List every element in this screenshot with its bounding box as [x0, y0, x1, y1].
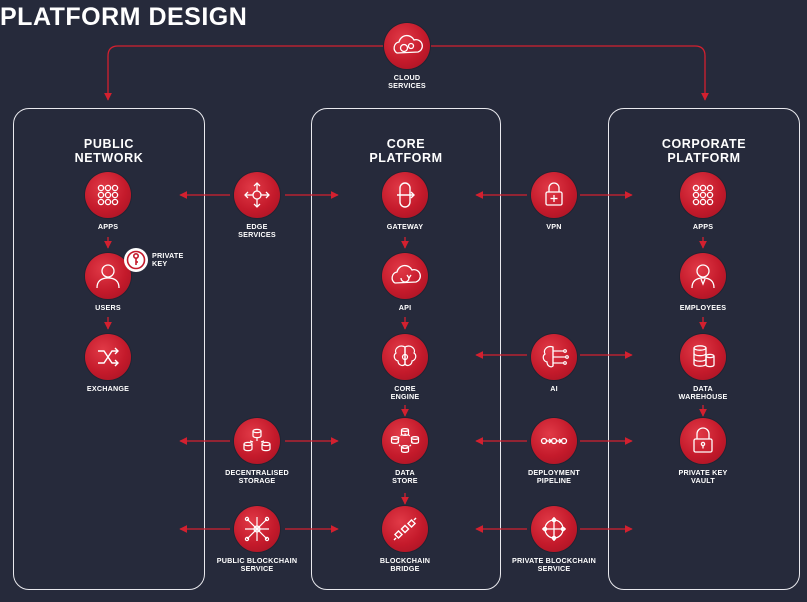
database-cycle-icon	[382, 418, 428, 464]
pipeline-icon	[531, 418, 577, 464]
vpn-label: VPN	[546, 222, 562, 231]
corporate-apps-node[interactable]: APPS	[633, 172, 773, 262]
cloud-services-node[interactable]: CLOUD SERVICES	[337, 23, 477, 113]
core-platform-title: CORE PLATFORM	[369, 137, 443, 165]
gateway-node[interactable]: GATEWAY	[335, 172, 475, 262]
database-network-icon	[234, 418, 280, 464]
shuffle-icon	[85, 334, 131, 380]
users-node[interactable]: USERS	[38, 253, 178, 343]
api-node[interactable]: API	[335, 253, 475, 343]
data-store-label: DATA STORE	[392, 468, 418, 486]
public-blockchain-service-label: PUBLIC BLOCKCHAIN SERVICE	[216, 556, 298, 574]
brain-circuit-icon	[531, 334, 577, 380]
corporate-platform-title: CORPORATE PLATFORM	[661, 137, 747, 165]
public-network-panel: PUBLIC NETWORK	[13, 108, 205, 590]
edge-services-node[interactable]: EDGE SERVICES	[187, 172, 327, 262]
user-icon	[85, 253, 131, 299]
public-network-title: PUBLIC NETWORK	[74, 137, 144, 165]
users-label: USERS	[95, 303, 121, 312]
crosshair-icon	[531, 506, 577, 552]
employee-icon	[680, 253, 726, 299]
corporate-apps-label: APPS	[692, 222, 714, 231]
gateway-icon	[382, 172, 428, 218]
move-arrows-icon	[234, 172, 280, 218]
ai-label: AI	[550, 384, 558, 393]
blockchain-bridge-node[interactable]: BLOCKCHAIN BRIDGE	[335, 506, 475, 596]
core-platform-panel: CORE PLATFORM	[311, 108, 501, 590]
core-engine-node[interactable]: CORE ENGINE	[335, 334, 475, 424]
public-blockchain-service-node[interactable]: PUBLIC BLOCKCHAIN SERVICE	[187, 506, 327, 596]
padlock-icon	[680, 418, 726, 464]
deployment-pipeline-label: DEPLOYMENT PIPELINE	[528, 468, 580, 486]
private-key-badge[interactable]: PRIVATE KEY	[124, 248, 204, 278]
public-apps-label: APPS	[97, 222, 119, 231]
ai-node[interactable]: AI	[484, 334, 624, 424]
public-apps-node[interactable]: APPS	[38, 172, 178, 262]
exchange-label: EXCHANGE	[86, 384, 130, 393]
vpn-node[interactable]: VPN	[484, 172, 624, 262]
blockchain-bridge-label: BLOCKCHAIN BRIDGE	[379, 556, 431, 574]
private-key-vault-node[interactable]: PRIVATE KEY VAULT	[633, 418, 773, 508]
cloud-services-label: CLOUD SERVICES	[388, 73, 426, 91]
employees-node[interactable]: EMPLOYEES	[633, 253, 773, 343]
core-engine-label: CORE ENGINE	[390, 384, 420, 402]
exchange-node[interactable]: EXCHANGE	[38, 334, 178, 424]
database-icon	[680, 334, 726, 380]
key-icon	[124, 248, 148, 272]
api-label: API	[398, 303, 412, 312]
deployment-pipeline-node[interactable]: DEPLOYMENT PIPELINE	[484, 418, 624, 508]
private-blockchain-service-node[interactable]: PRIVATE BLOCKCHAIN SERVICE	[484, 506, 624, 596]
chain-icon	[382, 506, 428, 552]
lock-arrows-icon	[531, 172, 577, 218]
data-warehouse-node[interactable]: DATA WAREHOUSE	[633, 334, 773, 424]
employees-label: EMPLOYEES	[679, 303, 727, 312]
page-title: PLATFORM DESIGN	[0, 3, 248, 31]
decentralised-storage-node[interactable]: DECENTRALISED STORAGE	[187, 418, 327, 508]
gateway-label: GATEWAY	[386, 222, 424, 231]
cloud-cycle-icon	[382, 253, 428, 299]
edge-services-label: EDGE SERVICES	[238, 222, 276, 240]
network-hub-icon	[234, 506, 280, 552]
private-key-label: PRIVATE KEY	[152, 251, 184, 269]
data-warehouse-label: DATA WAREHOUSE	[678, 384, 728, 402]
cloud-gears-icon	[384, 23, 430, 69]
brain-icon	[382, 334, 428, 380]
data-store-node[interactable]: DATA STORE	[335, 418, 475, 508]
decentralised-storage-label: DECENTRALISED STORAGE	[225, 468, 289, 486]
app-grid-icon	[680, 172, 726, 218]
app-grid-icon	[85, 172, 131, 218]
private-blockchain-service-label: PRIVATE BLOCKCHAIN SERVICE	[512, 556, 596, 574]
private-key-vault-label: PRIVATE KEY VAULT	[678, 468, 728, 486]
corporate-platform-panel: CORPORATE PLATFORM	[608, 108, 800, 590]
